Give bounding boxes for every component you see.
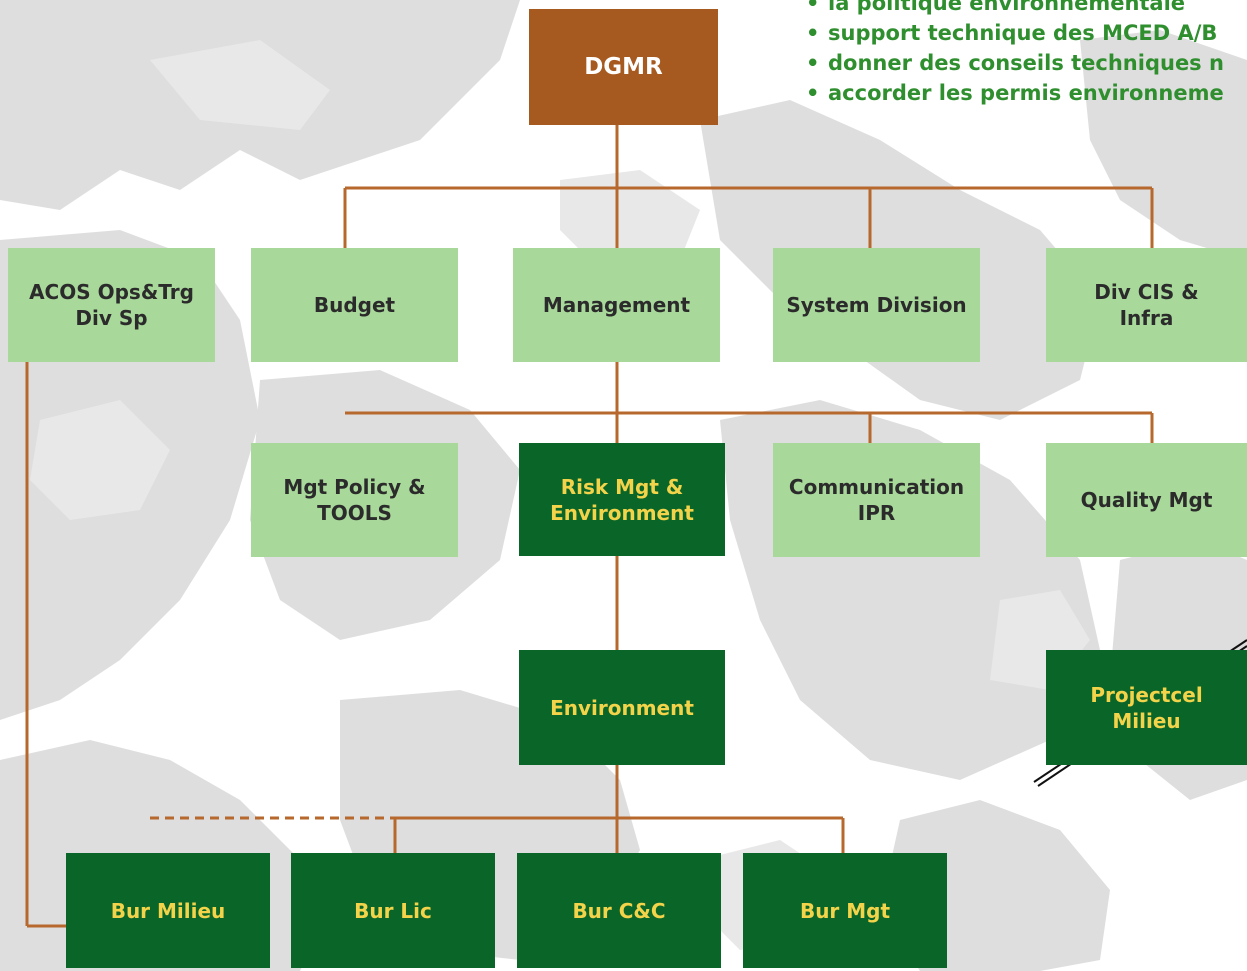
node-quality-mgt: Quality Mgt (1046, 443, 1247, 557)
node-system-division: System Division (773, 248, 980, 362)
bullet-item: support technique des MCED A/B (802, 18, 1224, 48)
node-bur-mgt: Bur Mgt (743, 853, 947, 968)
node-bur-lic: Bur Lic (291, 853, 495, 968)
node-dgmr: DGMR (529, 9, 718, 125)
header-bullet-list: la politique environnementale support te… (802, 0, 1224, 108)
node-div-cis-infra: Div CIS & Infra (1046, 248, 1247, 362)
node-environment: Environment (519, 650, 725, 765)
node-bur-cc: Bur C&C (517, 853, 721, 968)
node-bur-milieu: Bur Milieu (66, 853, 270, 968)
node-mgt-policy-tools: Mgt Policy & TOOLS (251, 443, 458, 557)
node-budget: Budget (251, 248, 458, 362)
node-acos-ops-trg: ACOS Ops&Trg Div Sp (8, 248, 215, 362)
bullet-item: donner des conseils techniques n (802, 48, 1224, 78)
node-management: Management (513, 248, 720, 362)
node-risk-mgt-environment: Risk Mgt & Environment (519, 443, 725, 556)
node-projectcel-milieu: Projectcel Milieu (1046, 650, 1247, 765)
bullet-item: la politique environnementale (802, 0, 1224, 18)
node-communication-ipr: Communication IPR (773, 443, 980, 557)
bullet-item: accorder les permis environneme (802, 78, 1224, 108)
